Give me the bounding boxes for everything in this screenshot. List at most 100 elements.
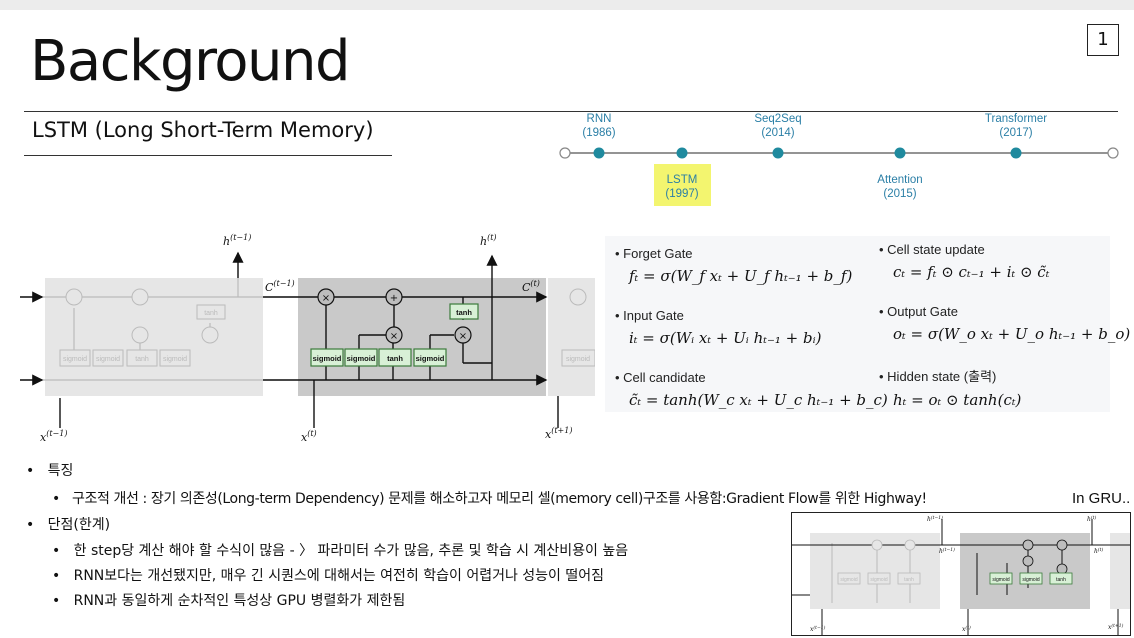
subtitle-underline	[24, 155, 392, 156]
timeline-year-seq2seq: (2014)	[761, 127, 794, 139]
c-prev-label: C(t−1)	[265, 279, 295, 294]
output-gate-box	[413, 348, 447, 367]
faded-gate-label: sigmoid	[163, 356, 187, 363]
limit-item: • RNN과 동일하게 순차적인 특성상 GPU 병렬화가 제한됨	[52, 593, 406, 609]
gru-h-prev-side-label: h(t−1)	[939, 546, 955, 555]
gru-x-t-label: x(t)	[962, 624, 971, 633]
section-subtitle: LSTM (Long Short-Term Memory)	[32, 118, 374, 142]
limit-item: • 한 step당 계산 해야 할 수식이 많음 - 〉 파라미터 수가 많음,…	[52, 543, 629, 559]
timeline-node-seq2seq	[772, 147, 784, 159]
x-t-label: x(t)	[301, 429, 317, 444]
top-bar	[0, 0, 1134, 10]
feature-item-text: 구조적 개선 : 장기 의존성(Long-term Dependency) 문제…	[72, 491, 927, 507]
timeline-node-attention	[894, 147, 906, 159]
gru-faded-gate-label: sigmoid	[840, 577, 857, 583]
input-mul-op	[385, 326, 403, 344]
gate-label: sigmoid	[347, 354, 376, 363]
timeline-year-lstm: (1997)	[665, 188, 698, 200]
cell-candidate-eq: Cell candidate c̃ₜ = tanh(W_c xₜ + U_c h…	[615, 370, 888, 409]
gru-x-prev-label: x(t−1)	[810, 624, 826, 633]
gru-next-cell	[1110, 533, 1130, 609]
gate-label: tanh	[456, 308, 472, 317]
faded-gate-label: sigmoid	[566, 356, 590, 363]
timeline-name-attention: Attention	[877, 174, 922, 186]
c-t-label: C(t)	[522, 279, 540, 294]
gru-h-t-side-label: h(t)	[1094, 546, 1103, 555]
x-prev-label: x(t−1)	[40, 429, 67, 444]
gate-label: sigmoid	[416, 354, 445, 363]
gru-gate-label: sigmoid	[1022, 577, 1039, 583]
gate-label: sigmoid	[313, 354, 342, 363]
gru-cell-diagram: sigmoid sigmoid tanh sigmoid sigmoid tan…	[792, 514, 1130, 635]
forget-gate-eq: Forget Gate fₜ = σ(W_f xₜ + U_f hₜ₋₁ + b…	[615, 246, 852, 285]
x-next-label: x(t+1)	[545, 426, 572, 441]
timeline-name-transformer: Transformer	[985, 113, 1047, 125]
eq-label: Hidden state (출력)	[879, 366, 1021, 385]
timeline-node-lstm	[676, 147, 688, 159]
eq-label: Input Gate	[615, 308, 821, 323]
faded-gate-label: tanh	[135, 356, 149, 363]
gate-label: tanh	[387, 354, 403, 363]
limit-item-text: 한 step당 계산 해야 할 수식이 많음 - 〉 파라미터 수가 많음, 추…	[73, 543, 629, 559]
faded-gate-label: sigmoid	[63, 356, 87, 363]
gru-h-t-label: h(t)	[1087, 514, 1096, 523]
op-symbol: ×	[459, 331, 467, 342]
faded-gate-label: tanh	[204, 310, 218, 317]
eq-label: Forget Gate	[615, 246, 852, 261]
input-gate-eq: Input Gate iₜ = σ(Wᵢ xₜ + Uᵢ hₜ₋₁ + bᵢ)	[615, 308, 821, 347]
candidate-gate-box	[378, 348, 412, 367]
cell-add-op	[385, 288, 403, 306]
gru-x-next-label: x(t+1)	[1108, 622, 1124, 631]
input-gate-box	[344, 348, 378, 367]
faded-gate-label: sigmoid	[96, 356, 120, 363]
op-symbol: ×	[390, 331, 398, 342]
feature-heading-text: 특징	[47, 463, 74, 479]
feature-heading: • 특징	[26, 463, 74, 479]
gru-gate-label: sigmoid	[992, 577, 1009, 583]
op-symbol: ×	[322, 293, 330, 304]
tanh-box	[449, 303, 479, 320]
timeline-node-transformer	[1010, 147, 1022, 159]
equations-panel: Forget Gate fₜ = σ(W_f xₜ + U_f hₜ₋₁ + b…	[605, 236, 1130, 412]
lstm-highlight	[654, 164, 711, 206]
gru-diagram-box: sigmoid sigmoid tanh sigmoid sigmoid tan…	[791, 512, 1131, 636]
eq-formula: cₜ = fₜ ⊙ cₜ₋₁ + iₜ ⊙ c̃ₜ	[893, 263, 1050, 281]
eq-formula: iₜ = σ(Wᵢ xₜ + Uᵢ hₜ₋₁ + bᵢ)	[629, 329, 822, 347]
h-t-label: h(t)	[480, 233, 497, 248]
gru-label: In GRU..	[1072, 490, 1131, 507]
timeline-end-node	[1107, 147, 1119, 159]
timeline-name-lstm: LSTM	[667, 174, 698, 186]
eq-label: Cell state update	[879, 242, 1049, 257]
output-mul-op	[454, 326, 472, 344]
gru-gate-label: tanh	[1056, 577, 1066, 583]
h-prev-label: h(t−1)	[223, 233, 251, 248]
eq-label: Output Gate	[879, 304, 1130, 319]
timeline-node-rnn	[593, 147, 605, 159]
limit-item-text: RNN보다는 개선됐지만, 매우 긴 시퀀스에 대해서는 여전히 학습이 어렵거…	[73, 568, 605, 584]
timeline-name-rnn: RNN	[587, 113, 612, 125]
current-cell-block	[298, 278, 546, 396]
output-gate-eq: Output Gate oₜ = σ(W_o xₜ + U_o hₜ₋₁ + b…	[879, 304, 1130, 343]
gru-faded-gate-label: sigmoid	[870, 577, 887, 583]
page-number: 1	[1087, 24, 1119, 56]
eq-formula: oₜ = σ(W_o xₜ + U_o hₜ₋₁ + b_o)	[893, 325, 1131, 343]
eq-formula: c̃ₜ = tanh(W_c xₜ + U_c hₜ₋₁ + b_c)	[629, 391, 888, 409]
timeline-year-rnn: (1986)	[582, 127, 615, 139]
op-symbol: +	[390, 293, 398, 304]
eq-label: Cell candidate	[615, 370, 888, 385]
limit-item-text: RNN과 동일하게 순차적인 특성상 GPU 병렬화가 제한됨	[73, 593, 406, 609]
gru-h-prev-label: h(t−1)	[927, 514, 943, 523]
limit-item: • RNN보다는 개선됐지만, 매우 긴 시퀀스에 대해서는 여전히 학습이 어…	[52, 568, 605, 584]
timeline-year-attention: (2015)	[883, 188, 916, 200]
eq-formula: hₜ = oₜ ⊙ tanh(cₜ)	[893, 391, 1022, 409]
forget-mul-op	[317, 288, 335, 306]
timeline-year-transformer: (2017)	[999, 127, 1032, 139]
title-divider	[24, 111, 1118, 112]
timeline: RNN(1986)LSTM(1997)Seq2Seq(2014)Attentio…	[559, 113, 1119, 200]
limit-heading-text: 단점(한계)	[47, 517, 111, 533]
lstm-cell-diagram: sigmoid sigmoid tanh sigmoid tanh sigmoi…	[20, 233, 595, 444]
feature-item: • 구조적 개선 : 장기 의존성(Long-term Dependency) …	[52, 491, 927, 507]
gru-faded-gate-label: tanh	[904, 577, 914, 583]
slide-title: Background	[30, 29, 351, 94]
cell-state-eq: Cell state update cₜ = fₜ ⊙ cₜ₋₁ + iₜ ⊙ …	[879, 242, 1049, 281]
